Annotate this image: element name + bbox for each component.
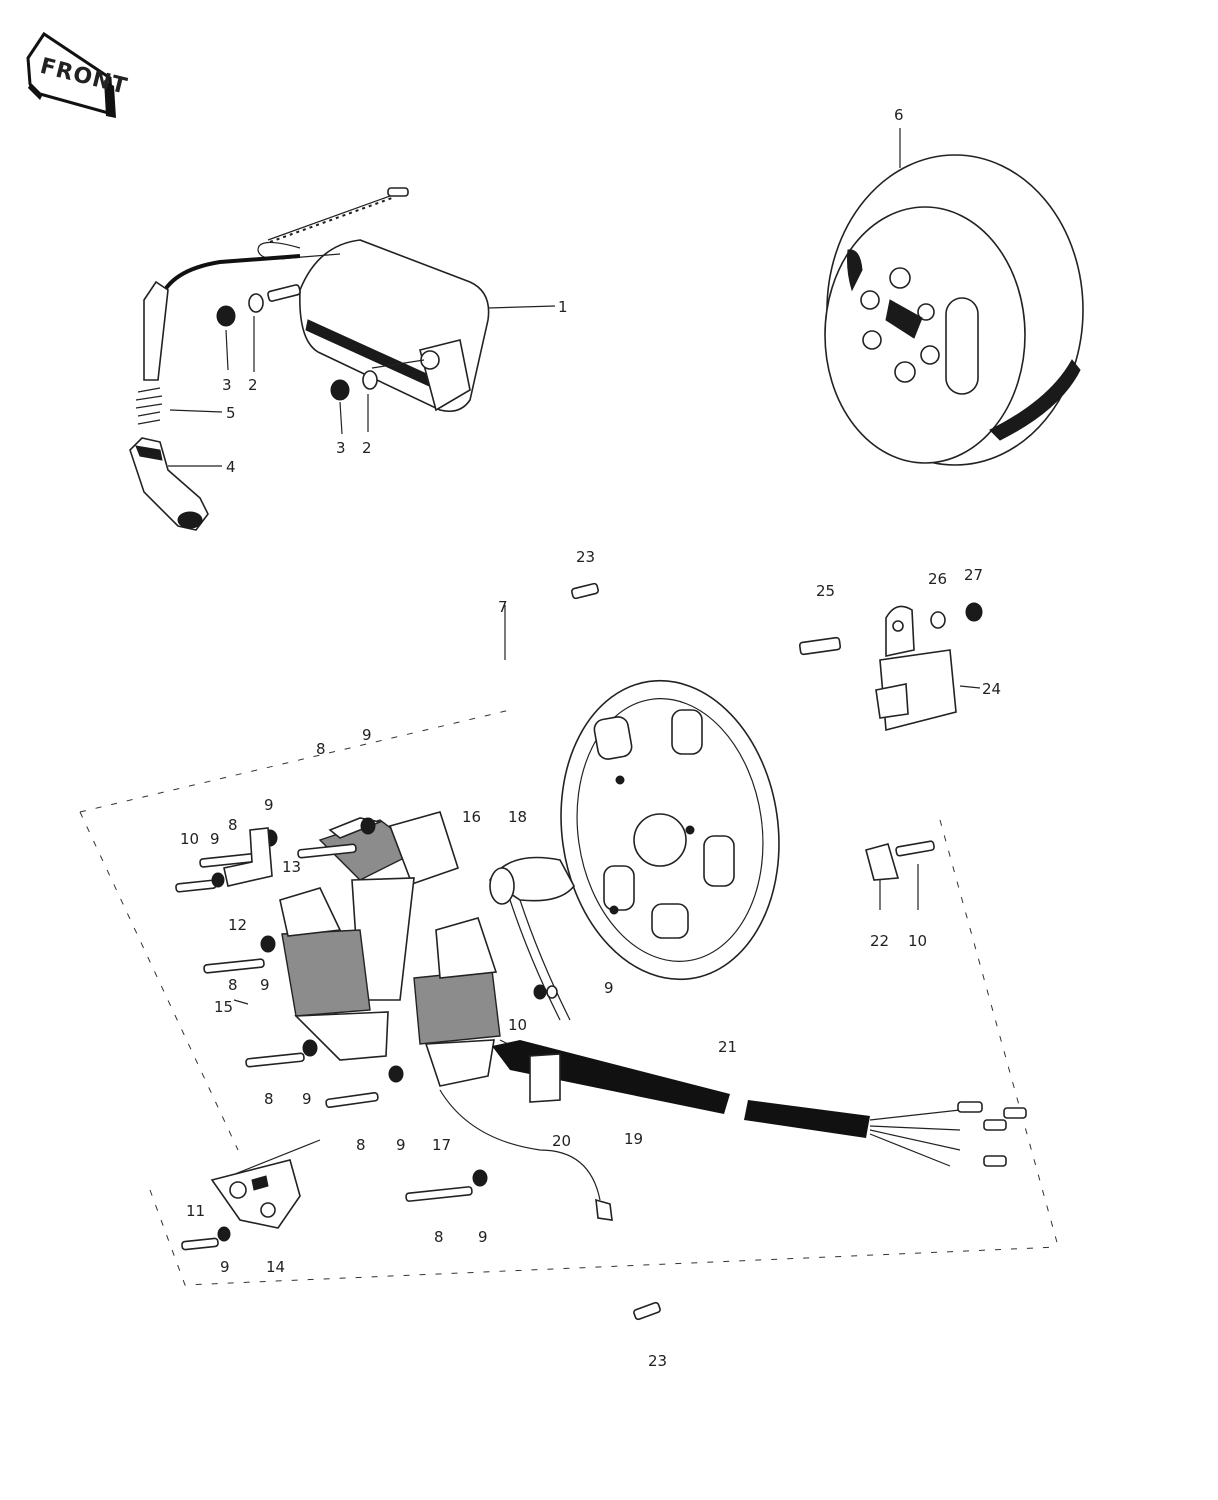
callout-9: 9	[210, 830, 220, 848]
callout-23: 23	[648, 1352, 667, 1370]
leader-lines	[168, 128, 981, 1005]
callout-26: 26	[928, 570, 947, 588]
callout-3: 3	[336, 439, 346, 457]
callout-10: 10	[908, 932, 927, 950]
wire-harness	[492, 1040, 1027, 1167]
callout-13: 13	[282, 858, 301, 876]
callout-24: 24	[982, 680, 1001, 698]
callout-7: 7	[498, 598, 508, 616]
callout-9: 9	[264, 796, 274, 814]
callout-9: 9	[302, 1090, 312, 1108]
stator-base-plate	[560, 679, 780, 981]
callout-8: 8	[228, 976, 238, 994]
callout-labels: 1 2 2 3 3 4 5 6 7 8 8 8 8 8 8 9 9 9 9 9 …	[180, 106, 1001, 1370]
callout-8: 8	[316, 740, 326, 758]
coil-wiring-loom	[499, 899, 571, 1061]
callout-9: 9	[362, 726, 372, 744]
callout-12: 12	[228, 916, 247, 934]
callout-19: 19	[624, 1130, 643, 1148]
callout-22: 22	[870, 932, 889, 950]
callout-2: 2	[362, 439, 372, 457]
contact-breaker-assembly	[210, 1139, 321, 1229]
cam-plate	[865, 840, 935, 881]
ignition-source-coil-left	[279, 887, 389, 1061]
callout-21: 21	[718, 1038, 737, 1056]
lighting-coil-upper	[318, 811, 460, 1001]
callout-25: 25	[816, 582, 835, 600]
callout-6: 6	[894, 106, 904, 124]
callout-9: 9	[220, 1258, 230, 1276]
callout-10: 10	[180, 830, 199, 848]
callout-8: 8	[228, 816, 238, 834]
pulser-coil-center	[413, 917, 501, 1087]
callout-7: 2	[248, 376, 258, 394]
callout-16: 16	[462, 808, 481, 826]
callout-9: 9	[478, 1228, 488, 1246]
callout-10: 10	[508, 1016, 527, 1034]
callout-9: 9	[396, 1136, 406, 1154]
assembly-boundary	[79, 605, 1059, 1286]
front-direction-badge: FRONT	[26, 31, 130, 118]
callout-8: 8	[264, 1090, 274, 1108]
callout-8: 8	[356, 1136, 366, 1154]
condenser-bracket	[798, 602, 983, 732]
spark-plug-cap	[129, 437, 209, 531]
callout-1: 1	[558, 298, 568, 316]
callout-11: 11	[186, 1202, 205, 1220]
callout-23: 23	[576, 548, 595, 566]
flywheel-rotor	[824, 154, 1084, 466]
coil-bracket	[223, 827, 273, 887]
callout-27: 27	[964, 566, 983, 584]
callout-9: 9	[260, 976, 270, 994]
screws-and-washers	[175, 582, 661, 1321]
callout-3: 3	[222, 376, 232, 394]
high-tension-lead	[143, 187, 409, 381]
callout-8: 8	[434, 1228, 444, 1246]
callout-15: 15	[214, 998, 233, 1016]
coil-bolt-and-washers	[216, 284, 378, 401]
callout-4: 4	[226, 458, 236, 476]
callout-20: 20	[552, 1132, 571, 1150]
callout-9: 9	[604, 979, 614, 997]
charging-coil-right	[488, 856, 575, 905]
callout-17: 17	[432, 1136, 451, 1154]
callout-5: 5	[226, 404, 236, 422]
ignition-coil	[299, 239, 490, 413]
ground-lead	[439, 1089, 613, 1221]
spark-plug-spring	[135, 387, 163, 425]
callout-18: 18	[508, 808, 527, 826]
callout-14: 14	[266, 1258, 285, 1276]
